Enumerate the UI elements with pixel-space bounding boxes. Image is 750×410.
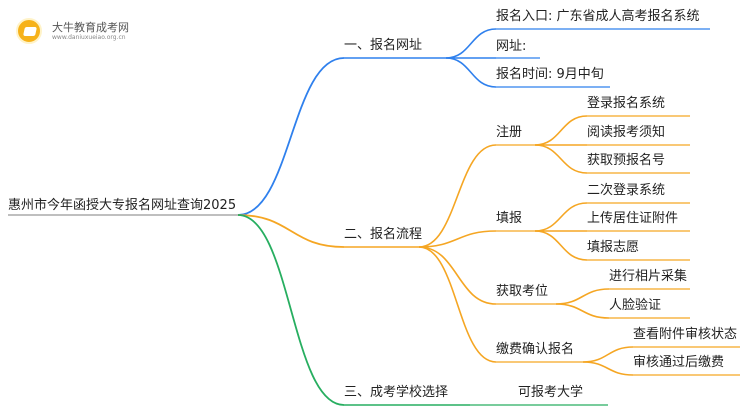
root-to-branch2-connector bbox=[237, 214, 345, 248]
branch2-to-sub3-connector bbox=[418, 246, 497, 305]
leaf-login-system: 登录报名系统 bbox=[587, 96, 666, 111]
leaf-pay-after-approval: 审核通过后缴费 bbox=[633, 355, 725, 370]
branch-school-selection: 三、成考学校选择 bbox=[344, 385, 449, 400]
leaf-read-notice: 阅读报考须知 bbox=[587, 125, 666, 140]
sub3-leaf1-connector bbox=[555, 288, 610, 305]
leaf-registration-entry: 报名入口: 广东省成人高考报名系统 bbox=[496, 9, 700, 24]
mindmap-root: 惠州市今年函授大专报名网址查询2025 bbox=[8, 198, 237, 213]
sub2-leaf3-connector bbox=[534, 230, 588, 261]
node-register: 注册 bbox=[496, 125, 523, 140]
leaf-check-attachment-status: 查看附件审核状态 bbox=[633, 327, 738, 342]
leaf-eligible-universities: 可报考大学 bbox=[518, 385, 584, 400]
sub4-leaf1-connector bbox=[582, 346, 634, 363]
branch2-to-sub1-connector bbox=[418, 144, 497, 248]
sub1-leaf3-connector bbox=[534, 144, 588, 174]
leaf-get-prereg-number: 获取预报名号 bbox=[587, 153, 666, 168]
logo-badge-icon bbox=[16, 18, 42, 44]
leaf-photo-collection: 进行相片采集 bbox=[609, 269, 688, 284]
root-to-branch3-connector bbox=[237, 214, 345, 406]
sub4-leaf2-connector bbox=[582, 361, 634, 376]
branch-registration-site: 一、报名网址 bbox=[344, 38, 423, 53]
branch2-to-sub2-connector bbox=[418, 230, 497, 248]
leaf-face-verification: 人脸验证 bbox=[609, 298, 662, 313]
node-fill-in: 填报 bbox=[496, 211, 523, 226]
branch2-to-sub4-connector bbox=[418, 246, 497, 363]
leaf-registration-time: 报名时间: 9月中旬 bbox=[496, 67, 604, 82]
leaf-website: 网址: bbox=[496, 39, 527, 54]
sub3-leaf2-connector bbox=[555, 303, 610, 319]
leaf-upload-residence-permit: 上传居住证附件 bbox=[587, 211, 679, 226]
root-to-branch1-connector bbox=[237, 57, 345, 216]
node-pay-confirm: 缴费确认报名 bbox=[496, 342, 575, 357]
node-get-exam-seat: 获取考位 bbox=[496, 284, 549, 299]
logo-name: 大牛教育成考网 bbox=[52, 21, 129, 34]
branch1-to-time-connector bbox=[445, 57, 497, 88]
branch-registration-process: 二、报名流程 bbox=[344, 227, 423, 242]
branch1-to-entry-connector bbox=[445, 28, 497, 59]
logo-url: www.daniuxueiao.org.cn bbox=[52, 34, 126, 41]
leaf-second-login: 二次登录系统 bbox=[587, 183, 666, 198]
site-logo: 大牛教育成考网 www.daniuxueiao.org.cn bbox=[8, 18, 130, 46]
leaf-fill-preferences: 填报志愿 bbox=[587, 240, 640, 255]
sub1-leaf1-connector bbox=[534, 115, 588, 146]
sub2-leaf1-connector bbox=[534, 202, 588, 232]
